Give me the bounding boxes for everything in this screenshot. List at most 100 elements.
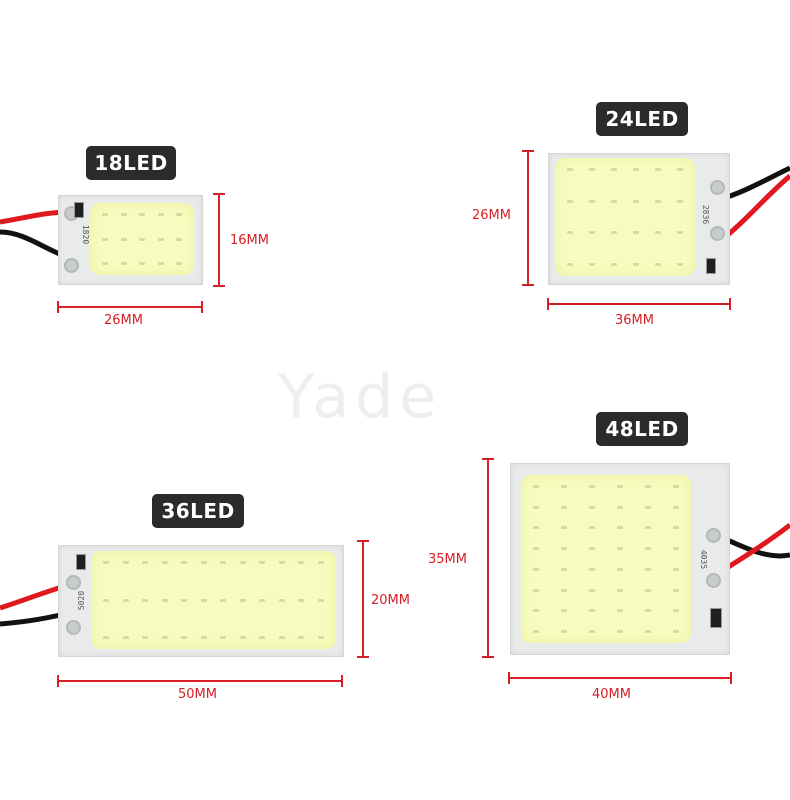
led-chip xyxy=(645,630,651,633)
led-chip xyxy=(122,636,129,639)
led-chip xyxy=(673,526,679,530)
led-chip xyxy=(617,567,623,571)
solder-pad xyxy=(66,620,81,635)
led-chip xyxy=(161,598,168,602)
led-chip xyxy=(102,237,108,241)
led-chip xyxy=(589,630,595,633)
led-chip xyxy=(645,588,651,592)
led-chip xyxy=(611,199,617,203)
resistor xyxy=(76,554,86,570)
led-chip xyxy=(239,636,246,639)
dimension-tick xyxy=(729,298,731,310)
led-chip xyxy=(103,561,109,564)
solder-pad xyxy=(66,575,81,590)
led-chip xyxy=(220,636,227,639)
led-chip xyxy=(103,598,109,602)
led-chip xyxy=(655,199,661,203)
led-chip xyxy=(298,598,305,602)
dimension-tick xyxy=(57,301,59,313)
dimension-tick xyxy=(547,298,549,310)
solder-pad xyxy=(706,528,721,543)
led-chip xyxy=(589,609,595,613)
led-chip xyxy=(617,505,623,509)
led-chip xyxy=(589,567,595,571)
solder-pad xyxy=(706,573,721,588)
led-chip xyxy=(589,588,595,592)
led-chip xyxy=(655,168,661,171)
led-chip xyxy=(561,588,567,592)
led-chip xyxy=(239,561,246,564)
board-code: 4035 xyxy=(699,549,709,570)
width-label: 50MM xyxy=(178,687,217,702)
width-dimension-line xyxy=(509,677,731,679)
led-chip xyxy=(220,561,227,564)
led-chip xyxy=(533,547,539,551)
led-chip xyxy=(142,636,149,639)
led-chip xyxy=(318,636,324,639)
led-chip xyxy=(645,505,651,509)
led-chip xyxy=(561,547,567,551)
dimension-tick xyxy=(213,285,225,287)
led-chip xyxy=(318,561,324,564)
board-code: 5020 xyxy=(77,590,87,611)
dimension-tick xyxy=(341,675,343,687)
led-chip xyxy=(645,526,651,530)
led-chip xyxy=(200,636,207,639)
led-chip xyxy=(176,213,182,216)
led-chip xyxy=(120,213,127,216)
led-chip xyxy=(278,561,285,564)
led-panel xyxy=(555,158,695,276)
led-chip xyxy=(617,609,623,613)
led-chip xyxy=(278,636,285,639)
led-chip xyxy=(259,636,266,639)
badge-48led: 48LED xyxy=(596,412,688,446)
board-code: 1820 xyxy=(81,224,91,245)
dimension-tick xyxy=(522,284,534,286)
height-dimension-line xyxy=(218,194,220,286)
led-chip xyxy=(645,609,651,613)
led-chip xyxy=(589,199,595,203)
dimension-tick xyxy=(357,656,369,658)
solder-pad xyxy=(710,180,725,195)
led-chip xyxy=(677,231,683,235)
led-chip xyxy=(611,168,617,171)
led-chip xyxy=(561,505,567,509)
led-panel xyxy=(91,551,336,649)
led-chip xyxy=(176,262,182,265)
dimension-tick xyxy=(730,672,732,684)
led-chip xyxy=(533,485,539,488)
led-chip xyxy=(655,231,661,235)
led-chip xyxy=(673,505,679,509)
led-chip xyxy=(633,231,639,235)
width-dimension-line xyxy=(58,306,202,308)
board-code: 2836 xyxy=(701,204,711,225)
resistor xyxy=(706,258,716,274)
resistor xyxy=(74,202,84,218)
led-chip xyxy=(157,213,164,216)
led-chip xyxy=(533,567,539,571)
led-chip xyxy=(633,168,639,171)
led-chip xyxy=(673,567,679,571)
led-chip xyxy=(259,561,266,564)
dimension-tick xyxy=(522,150,534,152)
height-label: 26MM xyxy=(472,208,511,223)
led-chip xyxy=(677,263,683,266)
led-chip xyxy=(589,168,595,171)
led-chip xyxy=(617,526,623,530)
solder-pad xyxy=(710,226,725,241)
led-chip xyxy=(122,561,129,564)
led-chip xyxy=(533,588,539,592)
led-chip xyxy=(533,526,539,530)
led-chip xyxy=(589,485,595,488)
led-chip xyxy=(157,237,164,241)
led-chip xyxy=(589,526,595,530)
dimension-tick xyxy=(213,193,225,195)
led-chip xyxy=(673,609,679,613)
led-chip xyxy=(102,262,108,265)
led-chip xyxy=(103,636,109,639)
led-chip xyxy=(655,263,661,266)
led-chip xyxy=(567,168,573,171)
led-chip xyxy=(677,199,683,203)
led-chip xyxy=(181,561,188,564)
led-chip xyxy=(533,505,539,509)
